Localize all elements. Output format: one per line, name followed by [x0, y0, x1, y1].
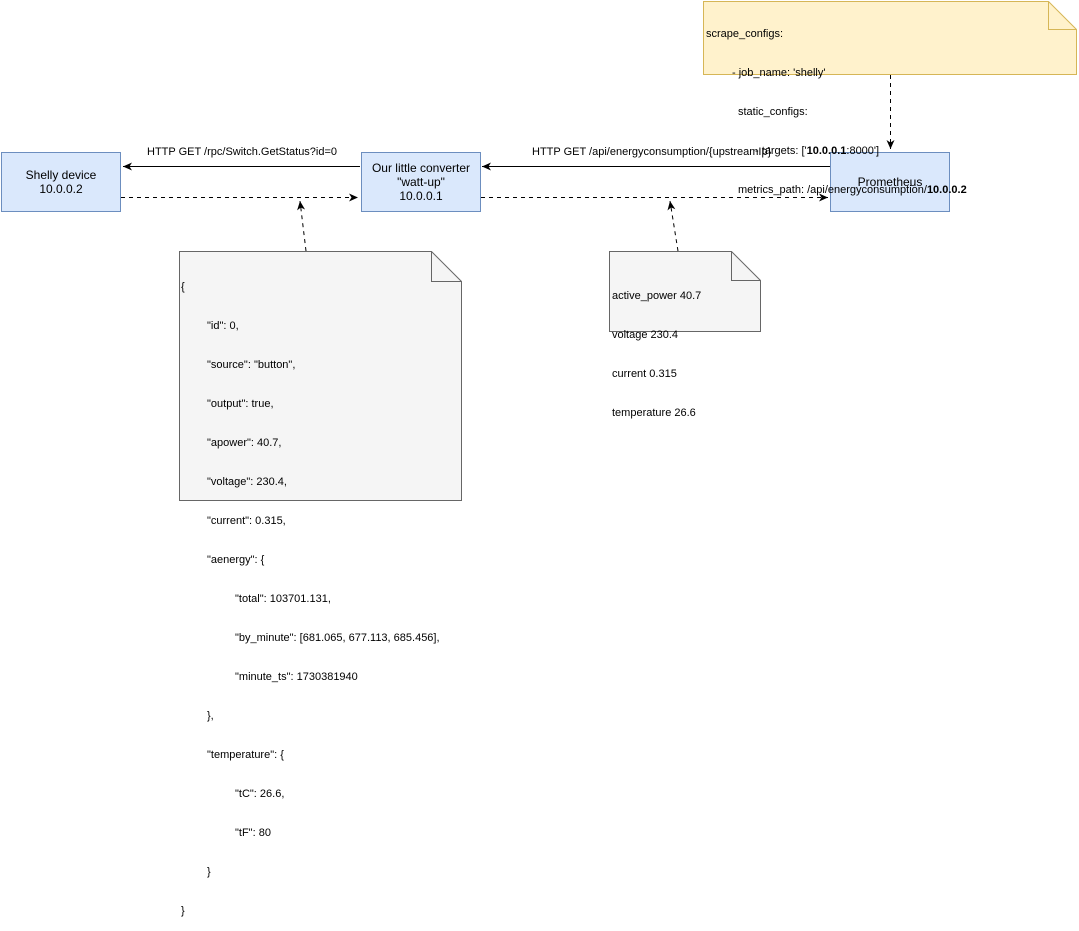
metric-line: voltage 230.4 — [612, 329, 679, 341]
scrape-metrics-path: metrics_path: /api/energyconsumption/ — [738, 184, 927, 196]
scrape-targets-prefix: - targets: [' — [755, 145, 807, 157]
json-line: "aenergy": { — [207, 554, 265, 566]
scrape-line-5: metrics_path: /api/energyconsumption/10.… — [706, 184, 967, 197]
json-note-fold — [431, 251, 462, 282]
shelly-device-title: Shelly device — [25, 168, 97, 182]
scrape-line-1: scrape_configs: — [706, 28, 784, 40]
connector-json-note — [297, 200, 307, 252]
json-line: } — [207, 866, 211, 878]
scrape-config-text: scrape_configs: - job_name: 'shelly' sta… — [706, 2, 967, 210]
json-line: "by_minute": [681.065, 677.113, 685.456]… — [235, 632, 440, 644]
json-line: "total": 103701.131, — [235, 593, 331, 605]
json-line: "output": true, — [207, 398, 274, 410]
json-line: "minute_ts": 1730381940 — [235, 671, 358, 683]
scrape-config-note-fold — [1048, 1, 1077, 30]
metric-line: current 0.315 — [612, 368, 677, 380]
metrics-output-text: active_power 40.7 voltage 230.4 current … — [612, 264, 701, 433]
edge-label-switch-status: HTTP GET /rpc/Switch.GetStatus?id=0 — [145, 146, 340, 159]
edge-label-energyconsumption: HTTP GET /api/energyconsumption/{upstrea… — [530, 146, 774, 159]
scrape-metrics-ip: 10.0.0.2 — [926, 184, 967, 196]
json-line: "tF": 80 — [235, 827, 271, 839]
prometheus-node[interactable]: Prometheus — [830, 152, 950, 212]
metric-line: temperature 26.6 — [612, 407, 696, 419]
scrape-config-note-shape — [703, 1, 1077, 75]
scrape-line-3: static_configs: — [738, 106, 808, 118]
connector-metrics-note — [667, 200, 679, 252]
json-line: "voltage": 230.4, — [207, 476, 287, 488]
converter-name: "watt-up" — [397, 175, 445, 189]
diagram-connectors — [121, 1, 1077, 501]
metric-line: active_power 40.7 — [612, 290, 702, 302]
scrape-line-2: - job_name: 'shelly' — [732, 67, 826, 79]
json-line: } — [181, 905, 185, 917]
json-line: }, — [207, 710, 214, 722]
scrape-line-4: - targets: ['10.0.0.1:8000'] — [706, 145, 967, 158]
scrape-targets-suffix: :8000'] — [846, 145, 880, 157]
converter-node[interactable]: Our little converter "watt-up" 10.0.0.1 — [361, 152, 481, 212]
metrics-note-fold — [731, 251, 761, 281]
json-note-shape — [179, 251, 462, 501]
json-line: "temperature": { — [207, 749, 284, 761]
json-line: "current": 0.315, — [207, 515, 286, 527]
shelly-device-ip: 10.0.0.2 — [39, 182, 83, 196]
json-line: { — [181, 281, 185, 293]
converter-ip: 10.0.0.1 — [399, 189, 443, 203]
json-line: "apower": 40.7, — [207, 437, 282, 449]
converter-title: Our little converter — [371, 161, 471, 175]
prometheus-title: Prometheus — [857, 175, 923, 189]
json-line: "source": "button", — [207, 359, 296, 371]
scrape-targets-ip: 10.0.0.1 — [806, 145, 847, 157]
metrics-note-shape — [609, 251, 761, 332]
shelly-device-node[interactable]: Shelly device 10.0.0.2 — [1, 152, 121, 212]
json-line: "tC": 26.6, — [235, 788, 285, 800]
json-response-text: { "id": 0, "source": "button", "output":… — [181, 255, 440, 931]
json-line: "id": 0, — [207, 320, 239, 332]
